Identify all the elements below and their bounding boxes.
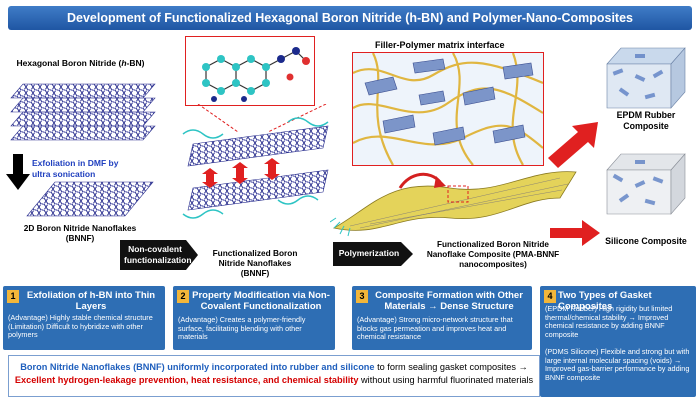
silicone-label: Silicone Composite [605,236,687,246]
step-3-heading: Composite Formation with Other Materials… [375,290,523,312]
bnnf-sheet [26,181,154,217]
hbn-label: Hexagonal Boron Nitride (h-BN) [16,58,145,68]
silicone-cube [606,153,686,215]
molecule-zoom-box [185,36,315,106]
bnnf-label: 2D Boron Nitride Nanoflakes (BNNF) [23,223,137,243]
step-1-heading: Exfoliation of h-BN into Thin Layers [26,290,156,312]
functionalized-bnnf-graphic [182,104,329,219]
polymer-network-icon [352,52,544,166]
step-1-box: 1 Exfoliation of h-BN into Thin Layers (… [3,286,165,350]
step-1-body: (Advantage) Highly stable chemical struc… [8,313,153,340]
step-1-number: 1 [7,290,19,303]
step-4-box: 4 Two Types of Gasket Composites (EPDM R… [540,286,696,397]
page-title: Development of Functionalized Hexagonal … [8,6,692,30]
step-2-heading: Property Modification via Non-Covalent F… [192,290,330,312]
filler-title: Filler-Polymer matrix interface [375,40,505,50]
step-4-body-silicone: (PDMS Silicone) Flexible and strong but … [545,347,690,382]
silicone-arrow-icon [550,220,600,246]
molecule-icon [202,47,310,102]
composite-label: Functionalized Boron Nitride Nanoflake C… [426,240,560,269]
step-2-box: 2 Property Modification via Non-Covalent… [173,286,335,350]
step-3-number: 3 [356,290,368,303]
noncovalent-arrow: Non-covalent functionalization [120,240,198,270]
noncovalent-arrow-label: Non-covalent functionalization [124,244,192,265]
step-2-body: (Advantage) Creates a polymer-friendly s… [178,315,306,342]
summary-line1-highlight: Boron Nitride Nanoflakes (BNNF) uniforml… [20,362,375,372]
summary-line2-highlight: Excellent hydrogen-leakage prevention, h… [14,375,359,385]
filler-interface-image [352,52,544,166]
polymerization-arrow-label: Polymerization [338,248,400,258]
step-4-heading: Two Types of Gasket Composites [558,290,652,312]
summary-line2-rest: without using harmful fluorinated materi… [358,375,534,385]
exfoliation-label: Exfoliation in DMF by ultra sonication [32,158,119,179]
step-3-box: 3 Composite Formation with Other Materia… [352,286,532,350]
step-3-body: (Advantage) Strong micro-network structu… [357,315,513,342]
epdm-cube [606,47,686,109]
step-4-number: 4 [544,290,556,303]
hbn-layer-stack [10,83,156,141]
step-4-body-epdm: (EPDM Rubber) High rigidity but limited … [545,304,673,339]
summary-line1-rest: to form sealing gasket composites → [374,362,528,372]
polymerization-arrow: Polymerization [333,242,413,266]
functionalized-bnnf-label: Functionalized Boron Nitride Nanoflakes … [212,248,298,278]
summary-box: Boron Nitride Nanoflakes (BNNF) uniforml… [8,355,540,397]
composite-sheet [330,171,577,237]
step-2-number: 2 [177,290,189,303]
epdm-label: EPDM Rubber Composite [616,110,676,131]
epdm-arrow-icon [548,122,598,168]
exfoliation-arrow-icon [6,154,30,190]
